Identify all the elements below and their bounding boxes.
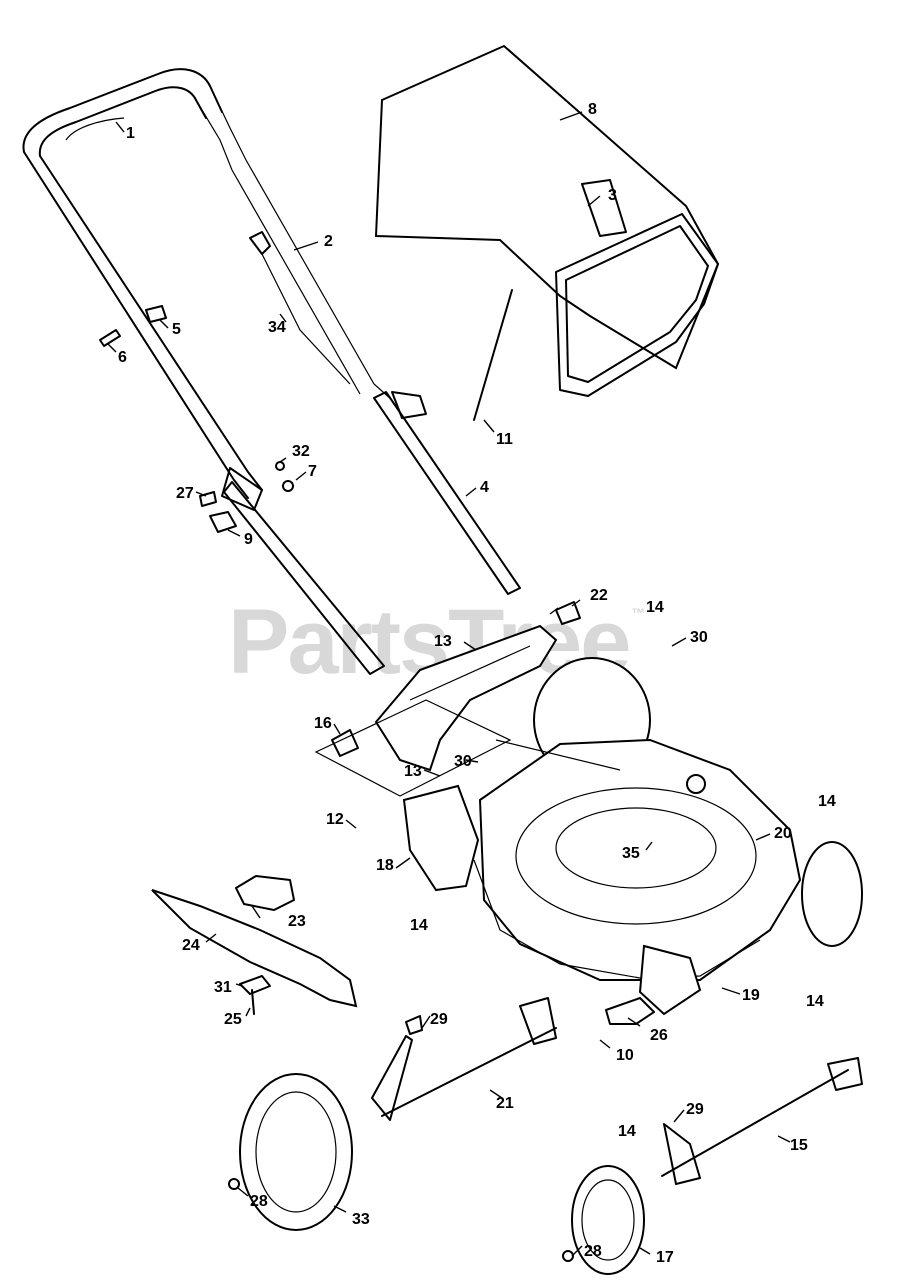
callout-16: 16 — [314, 715, 332, 732]
callout-24: 24 — [182, 937, 200, 954]
carriage-bolt — [199, 491, 217, 507]
callout-4: 4 — [480, 479, 489, 496]
callout-13-top: 13 — [434, 633, 452, 650]
front-axle-assembly — [562, 1057, 863, 1275]
callout-17: 17 — [656, 1249, 674, 1266]
callout-11: 11 — [496, 431, 513, 448]
rear-axle-assembly — [228, 997, 557, 1231]
callout-31: 31 — [214, 979, 232, 996]
hinge-bracket — [402, 784, 480, 892]
assembly-guide — [314, 699, 512, 797]
control-cable — [261, 253, 351, 385]
spring-right — [555, 601, 581, 625]
spring-left — [331, 729, 359, 757]
cable-guide — [145, 305, 167, 323]
callout-5: 5 — [172, 321, 181, 338]
gear-plate — [605, 997, 655, 1025]
callout-29-rear: 29 — [430, 1011, 448, 1028]
callout-30-b: 30 — [690, 629, 708, 646]
leader-lines — [107, 111, 791, 1257]
callout-14-d: 14 — [806, 993, 824, 1010]
callout-20: 20 — [774, 825, 792, 842]
callout-30-a: 30 — [454, 753, 472, 770]
callout-10: 10 — [616, 1047, 634, 1064]
callout-29-front: 29 — [686, 1101, 704, 1118]
callout-21: 21 — [496, 1095, 514, 1112]
rear-door — [374, 624, 558, 772]
wing-knob — [209, 511, 237, 533]
callout-8: 8 — [588, 101, 597, 118]
callout-25: 25 — [224, 1011, 242, 1028]
callout-14-a: 14 — [646, 599, 664, 616]
callout-28-front: 28 — [584, 1243, 602, 1260]
callout-23: 23 — [288, 913, 306, 930]
callout-3: 3 — [608, 187, 617, 204]
callout-13-bottom: 13 — [404, 763, 422, 780]
grass-bag — [374, 44, 720, 397]
callout-27: 27 — [176, 485, 194, 502]
callout-12: 12 — [326, 811, 344, 828]
cable-clip — [249, 231, 271, 255]
callout-19: 19 — [742, 987, 760, 1004]
callout-14-b: 14 — [818, 793, 836, 810]
lock-nut — [275, 461, 285, 471]
blade-assembly — [151, 875, 358, 1015]
height-adjuster — [638, 944, 702, 1016]
mower-deck — [473, 657, 863, 981]
callout-labels: 1 2 3 4 5 6 7 8 9 10 11 12 13 13 14 14 1… — [118, 101, 836, 1266]
upper-handle — [22, 68, 393, 499]
callout-9: 9 — [244, 531, 253, 548]
lower-handle — [221, 391, 521, 675]
callout-15: 15 — [790, 1137, 808, 1154]
callout-7: 7 — [308, 463, 317, 480]
callout-34: 34 — [268, 319, 286, 336]
callout-14-c: 14 — [410, 917, 428, 934]
callout-28-rear: 28 — [250, 1193, 268, 1210]
callout-32: 32 — [292, 443, 310, 460]
callout-33: 33 — [352, 1211, 370, 1228]
callout-35: 35 — [622, 845, 640, 862]
callout-2: 2 — [324, 233, 333, 250]
callout-22: 22 — [590, 587, 608, 604]
callout-14-e: 14 — [618, 1123, 636, 1140]
callout-6: 6 — [118, 349, 127, 366]
callout-26: 26 — [650, 1027, 668, 1044]
handle-knob — [282, 480, 294, 492]
callout-18: 18 — [376, 857, 394, 874]
hitch-pin — [473, 289, 513, 421]
callout-1: 1 — [126, 125, 135, 142]
cable-tie — [99, 329, 121, 347]
